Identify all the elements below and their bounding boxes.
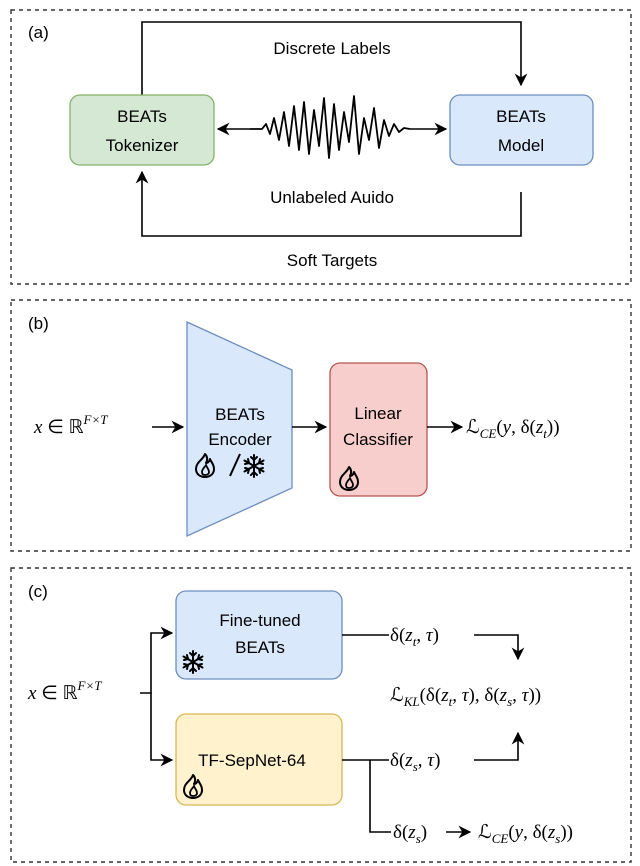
discrete-labels-arrow xyxy=(141,21,528,95)
panel-c-frame xyxy=(10,567,632,863)
panel-b-frame xyxy=(10,299,632,552)
student-to-kl-arrow xyxy=(474,731,525,761)
input-to-student-arrow xyxy=(150,693,174,767)
panel-b-input: x ∈ ℝF×T xyxy=(33,412,108,438)
tokenizer-line2: Tokenizer xyxy=(106,136,179,155)
panel-c: (c) x ∈ ℝF×T Fine-tuned BEATs TF-SepNet-… xyxy=(10,567,632,863)
student-soft-output: δ(zs, τ) xyxy=(390,750,440,774)
beats-encoder-shape xyxy=(186,320,293,538)
encoder-line2: Encoder xyxy=(208,430,272,449)
ce-loss: ℒCE(y, δ(zs)) xyxy=(478,821,573,846)
tokenizer-line1: BEATs xyxy=(117,107,167,126)
model-line1: BEATs xyxy=(496,107,546,126)
panel-b: (b) x ∈ ℝF×T BEATs Encoder Linear Classi… xyxy=(10,299,632,552)
teacher-line2: BEATs xyxy=(235,638,285,657)
discrete-labels-label: Discrete Labels xyxy=(273,39,390,58)
panel-b-tag: (b) xyxy=(28,314,49,333)
teacher-soft-output: δ(zt, τ) xyxy=(390,625,439,649)
soft-targets-arrow xyxy=(135,170,522,237)
input-to-teacher-arrow xyxy=(140,626,174,694)
student-hard-output: δ(zs) xyxy=(393,822,427,846)
panel-c-tag: (c) xyxy=(28,582,48,601)
panel-a: (a) Discrete Labels Unlabeled Auido Soft… xyxy=(10,9,632,285)
student-hard-branch xyxy=(369,760,391,833)
classifier-line2: Classifier xyxy=(343,430,413,449)
encoder-line1: BEATs xyxy=(215,405,265,424)
teacher-line1: Fine-tuned xyxy=(219,611,300,630)
model-line2: Model xyxy=(498,136,544,155)
soft-targets-label: Soft Targets xyxy=(287,251,377,270)
kl-loss: ℒKL(δ(zt, τ), δ(zs, τ)) xyxy=(390,684,541,709)
teacher-to-kl-arrow xyxy=(474,634,525,661)
panel-a-tag: (a) xyxy=(28,23,49,42)
panel-b-output: ℒCE(y, δ(zt)) xyxy=(466,416,560,441)
student-label: TF-SepNet-64 xyxy=(198,751,306,770)
beats-tokenizer-box xyxy=(69,94,215,166)
audio-waveform-icon xyxy=(250,95,411,159)
unlabeled-audio-label: Unlabeled Auido xyxy=(270,188,394,207)
linear-classifier-box xyxy=(329,362,428,497)
panel-c-input: x ∈ ℝF×T xyxy=(27,678,102,704)
classifier-line1: Linear xyxy=(354,404,402,423)
panel-a-frame xyxy=(10,9,632,285)
beats-model-box xyxy=(449,94,594,166)
slash-icon xyxy=(229,453,241,477)
